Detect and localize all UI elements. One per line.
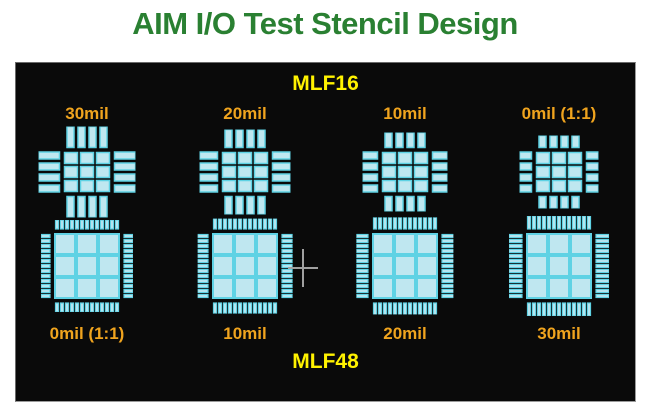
stencil-design-panel: MLF16 30mil 20mil 10mil 0mil (1:1) 0mil … <box>15 62 636 402</box>
mlf48-size-label-30mil: 30mil <box>537 324 581 343</box>
mlf48-pattern-col3 <box>355 216 455 316</box>
crosshair-vertical-line <box>302 249 304 287</box>
mlf16-size-label-30mil: 30mil <box>65 104 109 123</box>
mlf48-group-label: MLF48 <box>292 350 359 373</box>
mlf48-size-label-20mil: 20mil <box>383 324 427 343</box>
page-title: AIM I/O Test Stencil Design <box>132 6 518 41</box>
mlf16-pattern-col1 <box>37 125 137 219</box>
mlf48-pattern-col1 <box>40 219 134 313</box>
mlf16-pattern-col2 <box>198 128 292 216</box>
mlf48-size-label-10mil: 10mil <box>223 324 267 343</box>
mlf16-pattern-col4 <box>518 134 600 210</box>
mlf16-size-label-0mil: 0mil (1:1) <box>521 104 597 123</box>
mlf16-group-label: MLF16 <box>292 72 359 95</box>
mlf16-size-label-20mil: 20mil <box>223 104 267 123</box>
mlf48-pattern-col2 <box>197 218 293 314</box>
mlf48-size-label-0mil: 0mil (1:1) <box>49 324 125 343</box>
mlf16-pattern-col3 <box>361 131 449 213</box>
mlf16-size-label-10mil: 10mil <box>383 104 427 123</box>
mlf48-pattern-col4 <box>508 215 610 317</box>
